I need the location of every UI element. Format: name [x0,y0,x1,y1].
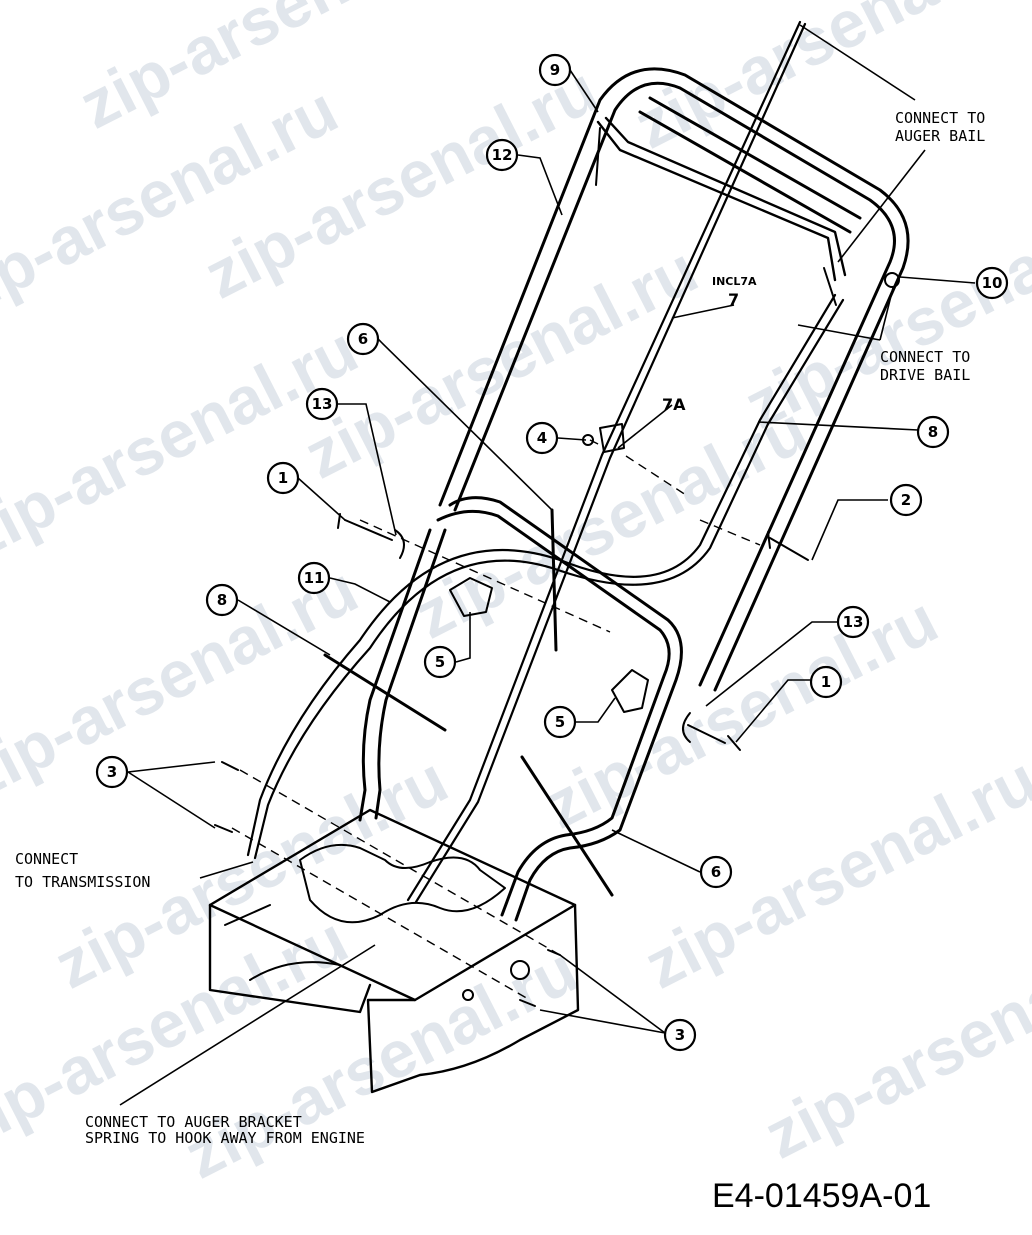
callout-5: 5 [543,705,577,739]
callout-12: 12 [485,138,519,172]
lower-handle [358,496,683,922]
callout-8: 8 [916,415,950,449]
frame [208,808,580,1094]
callout-label: 4 [537,429,547,447]
callout-4: 4 [525,421,559,455]
callout-11: 11 [297,561,331,595]
callout-13: 13 [305,387,339,421]
note-transmission: CONNECT TO TRANSMISSION [15,850,150,891]
watermark: zip-arsenal.ru [633,742,1032,1003]
watermark: zip-arsenal.ru [403,392,819,653]
callout-label: 11 [304,569,325,587]
callout-label: 9 [550,61,560,79]
watermark: zip-arsenal.ru [753,912,1032,1173]
callout-label: 1 [821,673,831,691]
callout-13: 13 [836,605,870,639]
note-drive-bail: CONNECT TO DRIVE BAIL [880,348,970,384]
callout-label: 12 [492,146,513,164]
leader-lines [119,24,976,1106]
cable-ties [323,508,614,897]
callout-3: 3 [95,755,129,789]
callout-label: 1 [278,469,288,487]
callout-label: 3 [675,1026,685,1044]
callout-10: 10 [975,266,1009,300]
drawing-number: E4-01459A-01 [712,1177,931,1215]
note-line: CONNECT TO [880,348,970,366]
hardware [214,272,900,1007]
upper-handle [438,67,910,692]
callout-2: 2 [889,483,923,517]
callout-label: 8 [928,423,938,441]
callout-label: 6 [358,330,368,348]
callout-5: 5 [423,645,457,679]
note-line: CONNECT [15,850,78,868]
callout-label: 2 [901,491,911,509]
note-line: AUGER BAIL [895,127,985,145]
callout-6: 6 [346,322,380,356]
callout-label: 5 [435,653,445,671]
callout-label: 5 [555,713,565,731]
callout-label: 13 [312,395,333,413]
callout-label: 10 [982,274,1003,292]
callout-1: 1 [809,665,843,699]
note-line: SPRING TO HOOK AWAY FROM ENGINE [85,1129,365,1147]
part-7-label: 7 [728,290,739,309]
callout-label: 3 [107,763,117,781]
callout-9: 9 [538,53,572,87]
note-line: DRIVE BAIL [880,366,970,384]
part-7a-label: 7A [662,395,686,414]
callout-label: 6 [711,863,721,881]
note-auger-bracket: CONNECT TO AUGER BRACKET SPRING TO HOOK … [85,1113,365,1147]
part-7-incl-label: INCL7A [712,275,757,288]
watermark: zip-arsenal.ru [533,582,949,843]
callout-label: 13 [843,613,864,631]
note-line: CONNECT TO AUGER BRACKET [85,1113,302,1131]
callout-6: 6 [699,855,733,889]
callout-3: 3 [663,1018,697,1052]
callout-label: 8 [217,591,227,609]
callout-8: 8 [205,583,239,617]
note-line: CONNECT TO [895,109,985,127]
watermark-layer: zip-arsenal.ru zip-arsenal.ru zip-arsena… [0,0,1032,1192]
note-line: TO TRANSMISSION [15,873,150,891]
note-auger-bail: CONNECT TO AUGER BAIL [895,109,985,145]
callout-1: 1 [266,461,300,495]
